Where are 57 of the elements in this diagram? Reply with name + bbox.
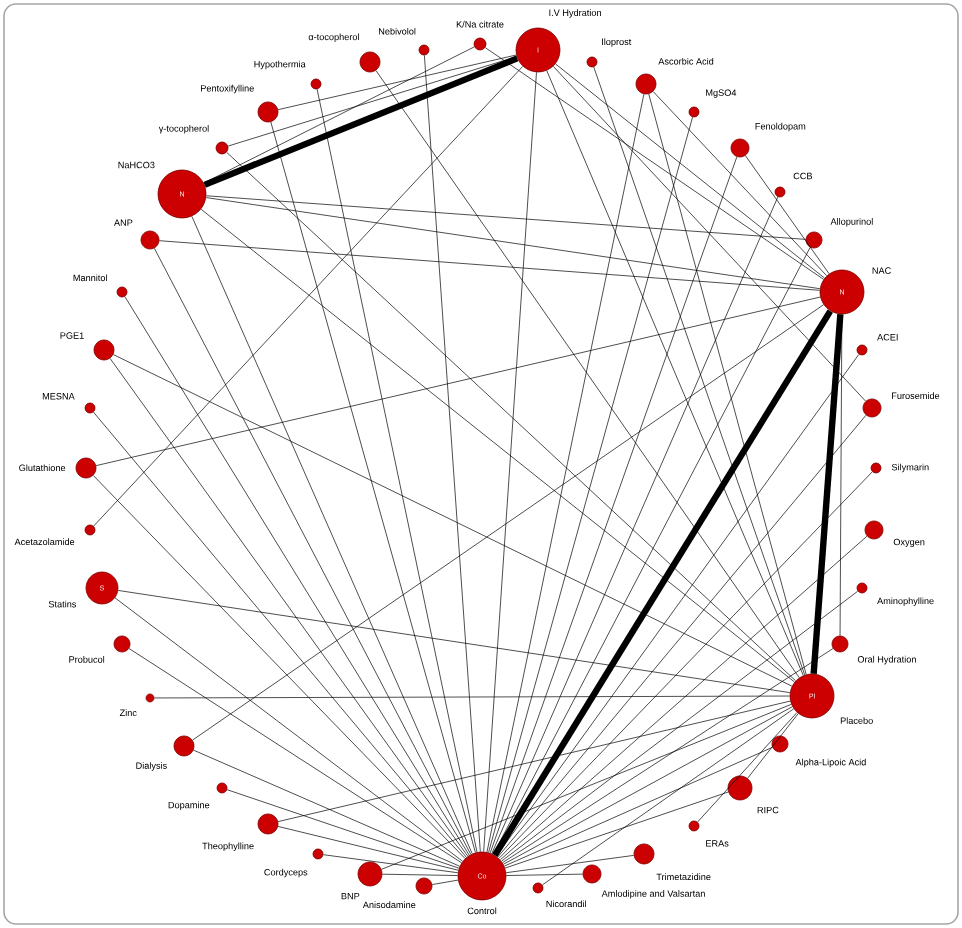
- edge: [502, 648, 834, 864]
- edge: [542, 708, 794, 886]
- edge: [154, 695, 790, 699]
- edge: [503, 747, 773, 867]
- edge: [810, 314, 844, 674]
- edge: [375, 70, 800, 678]
- edge: [316, 88, 478, 853]
- edge: [492, 309, 833, 857]
- edge: [552, 66, 866, 402]
- edge: [226, 789, 460, 869]
- edge: [745, 155, 830, 275]
- edge: [277, 54, 517, 110]
- edge: [205, 197, 821, 290]
- edge: [206, 195, 806, 240]
- edge: [488, 116, 693, 853]
- edge: [424, 55, 481, 852]
- edge: [270, 121, 476, 853]
- edge: [486, 93, 645, 853]
- edge: [381, 704, 792, 870]
- edge: [323, 854, 459, 874]
- edge: [506, 873, 583, 876]
- edge: [113, 354, 793, 687]
- edge: [93, 66, 524, 527]
- edge: [492, 247, 811, 855]
- edge: [193, 749, 460, 867]
- edge: [95, 296, 821, 466]
- edge: [697, 712, 798, 823]
- edge: [652, 91, 827, 277]
- edge: [227, 56, 517, 147]
- edge: [128, 648, 462, 864]
- edge: [154, 247, 472, 855]
- edge: [593, 66, 805, 676]
- edge: [503, 706, 793, 865]
- edge: [191, 215, 473, 854]
- edge: [192, 304, 824, 741]
- edge: [491, 196, 779, 854]
- edge: [546, 70, 804, 676]
- edge: [504, 791, 729, 869]
- edge: [114, 597, 463, 862]
- edge: [382, 873, 458, 876]
- edge: [555, 63, 825, 279]
- edge: [203, 55, 519, 188]
- edge: [117, 590, 791, 693]
- edge: [648, 93, 807, 675]
- edge: [499, 535, 868, 861]
- edge: [483, 72, 537, 852]
- edge: [277, 826, 459, 871]
- edge: [839, 314, 843, 636]
- edge: [159, 240, 820, 291]
- edge: [431, 879, 459, 885]
- edge: [203, 46, 475, 184]
- edge: [501, 590, 859, 862]
- edge: [505, 855, 635, 874]
- edge: [277, 700, 791, 822]
- edge: [484, 47, 824, 280]
- edge: [489, 156, 738, 854]
- edge: [747, 713, 799, 779]
